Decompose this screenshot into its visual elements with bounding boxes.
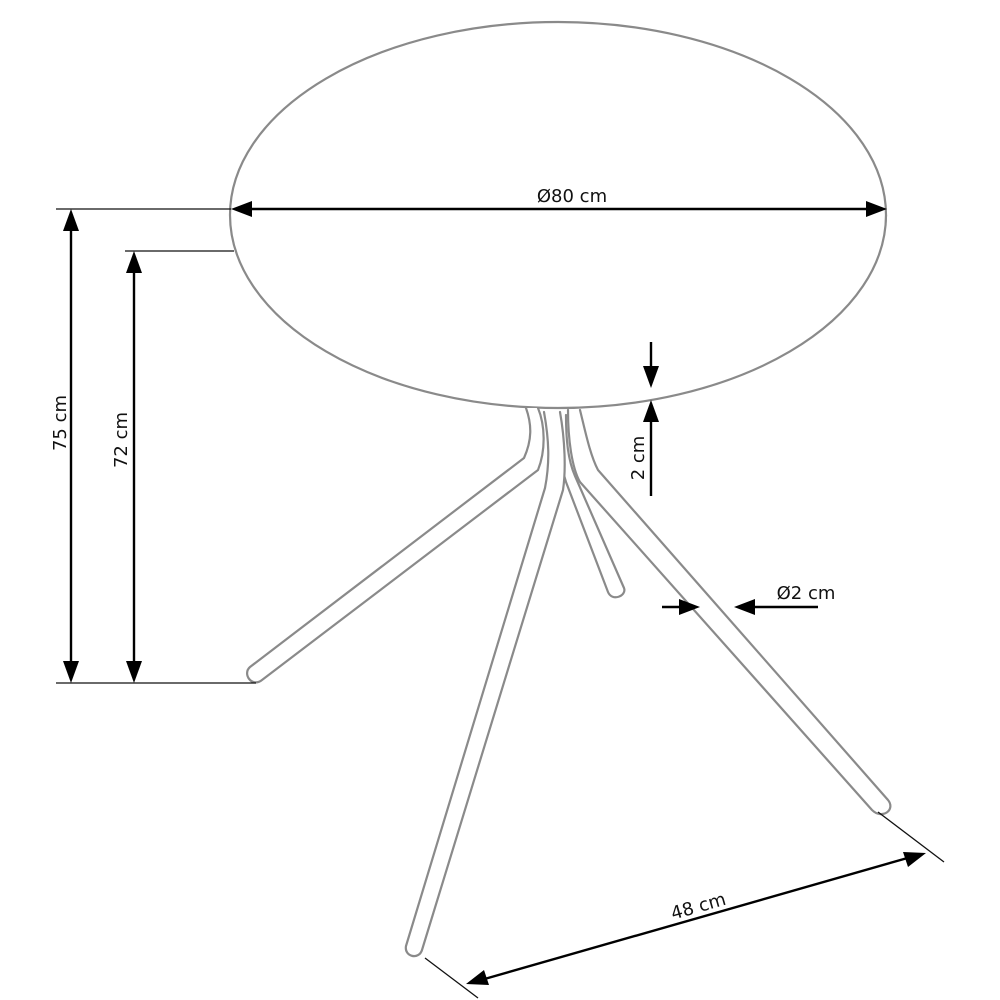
arrowhead-up <box>126 251 142 273</box>
arrowhead-left <box>734 599 755 615</box>
label-height-frame: 72 cm <box>111 412 132 468</box>
arrowhead-right <box>903 852 926 867</box>
table-legs <box>246 406 892 958</box>
arrowhead-down <box>63 661 79 683</box>
ext-spread-left <box>424 957 479 999</box>
table-top-surface <box>228 20 888 410</box>
label-diameter: Ø80 cm <box>537 186 607 207</box>
arrowhead-up <box>63 209 79 231</box>
arrowhead-right <box>866 201 887 217</box>
dimension-leg-spread: 48 cm <box>466 852 926 985</box>
arrowhead-right <box>679 599 700 615</box>
dimension-diameter: Ø80 cm <box>231 186 887 217</box>
dimension-leg-diameter: Ø2 cm <box>662 583 835 615</box>
arrowhead-up <box>643 400 659 422</box>
table-top <box>228 20 888 410</box>
dimension-height-frame: 72 cm <box>111 251 142 683</box>
label-top-thickness: 2 cm <box>628 436 649 481</box>
arrowhead-left <box>231 201 252 217</box>
arrowhead-down <box>643 366 659 388</box>
ext-spread-right <box>877 811 945 863</box>
extension-lines <box>56 208 945 999</box>
leg-left <box>246 406 545 684</box>
arrowhead-down <box>126 661 142 683</box>
dim-line-spread <box>480 855 912 982</box>
label-leg-spread: 48 cm <box>669 889 729 925</box>
label-leg-diameter: Ø2 cm <box>777 583 836 604</box>
leg-front <box>404 410 566 958</box>
dimension-top-thickness: 2 cm <box>628 342 659 496</box>
leg-right <box>566 408 892 816</box>
arrowhead-left <box>466 970 489 985</box>
label-height-total: 75 cm <box>50 395 71 451</box>
dimension-height-total: 75 cm <box>50 209 79 683</box>
